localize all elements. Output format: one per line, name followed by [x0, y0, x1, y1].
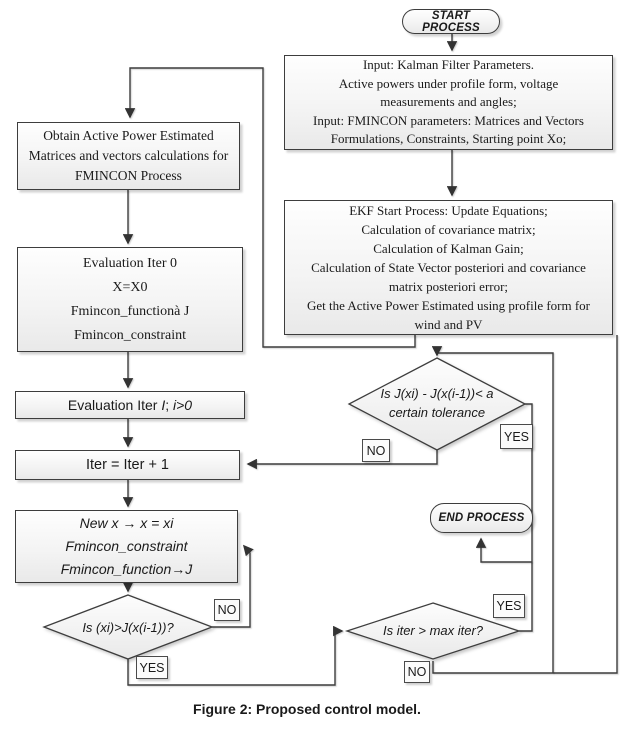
label-tolerance-yes: YES	[500, 424, 533, 449]
ekf-process-box: EKF Start Process: Update Equations; Cal…	[284, 200, 613, 335]
decision-tolerance-text: Is J(xi) - J(x(i-1))< a certain toleranc…	[380, 386, 494, 420]
end-terminator: END PROCESS	[430, 503, 533, 533]
connector-ekf-right-and-maxiter-no	[432, 335, 618, 674]
label-xi-yes: YES	[136, 656, 168, 679]
label-tolerance-no: NO	[362, 439, 390, 462]
decision-xi-text: Is (xi)>J(x(i-1))?	[82, 620, 174, 635]
decision-maxiter-text: Is iter > max iter?	[382, 623, 484, 638]
connector-xi-yes-to-maxiter	[127, 625, 344, 686]
decision-xi-diamond-shape	[42, 594, 214, 660]
label-maxiter-yes: YES	[493, 594, 525, 618]
obtain-active-power-box: Obtain Active Power Estimated Matrices a…	[17, 122, 240, 190]
new-x-box: New x → x = xi Fmincon_constraint Fminco…	[15, 510, 238, 583]
connector-xi-no-loop	[212, 544, 254, 628]
decision-tolerance-diamond-shape	[347, 357, 527, 451]
start-terminator: START PROCESS	[402, 9, 500, 34]
figure-caption: Figure 2: Proposed control model.	[193, 701, 421, 717]
connector-tolerance-no-to-iter	[246, 450, 438, 470]
evaluation-iterI-text: Evaluation Iter I; i>0	[67, 397, 193, 413]
label-maxiter-no: NO	[404, 661, 430, 683]
evaluation-iterI-box: Evaluation Iter I; i>0	[15, 391, 245, 419]
decision-maxiter-diamond-shape	[344, 602, 522, 660]
input-parameters-box: Input: Kalman Filter Parameters. Active …	[284, 55, 613, 150]
connector-up-to-tolerance	[431, 346, 554, 673]
iter-increment-box: Iter = Iter + 1	[15, 450, 240, 480]
connector-to-end-process	[475, 537, 532, 563]
label-xi-no: NO	[214, 599, 240, 621]
connector-ekf-to-obtain-feedback	[124, 67, 416, 348]
evaluation-iter0-box: Evaluation Iter 0 X=X0 Fmincon_functionà…	[17, 247, 243, 352]
